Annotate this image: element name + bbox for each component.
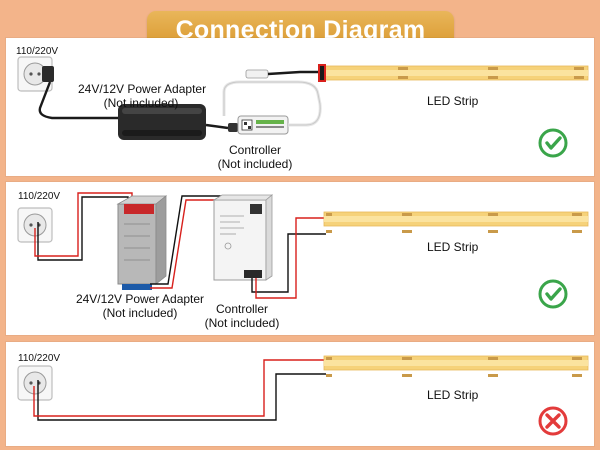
controller-icon	[212, 194, 274, 281]
section-1-adapter-label: 24V/12V Power Adapter (Not included)	[78, 82, 207, 110]
power-adapter-icon	[118, 104, 206, 140]
section-1-voltage-label: 110/220V	[16, 46, 59, 57]
section-2-voltage-label: 110/220V	[18, 191, 61, 202]
section-2-strip-label: LED Strip	[427, 240, 479, 254]
section-3-strip-label: LED Strip	[427, 388, 479, 402]
section-2-adapter-label: 24V/12V Power Adapter (Not included)	[75, 292, 205, 320]
section-2-panel	[6, 182, 594, 335]
cross-circle-icon	[538, 406, 568, 436]
wall-socket-icon	[17, 56, 53, 92]
controller-icon	[237, 115, 289, 135]
wall-socket-icon	[17, 365, 53, 401]
section-1-panel	[6, 38, 594, 176]
section-2-led-strip	[323, 211, 589, 233]
power-supply-icon	[116, 195, 168, 290]
check-circle-icon	[538, 279, 568, 309]
section-2-controller-label: Controller (Not included)	[204, 302, 280, 330]
check-circle-icon	[538, 128, 568, 158]
wall-socket-icon	[17, 207, 53, 243]
section-1-strip-label: LED Strip	[427, 94, 479, 108]
section-1-controller-label: Controller (Not included)	[217, 143, 293, 171]
section-3-voltage-label: 110/220V	[18, 353, 61, 364]
section-1-led-strip	[318, 64, 589, 82]
section-3-led-strip	[323, 355, 589, 377]
